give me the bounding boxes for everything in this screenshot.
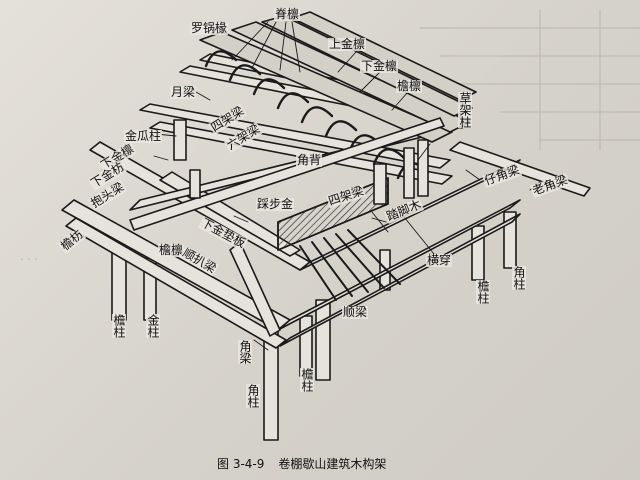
- figure-caption: 图 3-4-9 卷棚歇山建筑木构架: [217, 455, 400, 472]
- label-luoguo-chuan: 罗锅椽: [190, 21, 229, 35]
- label-jingua-zhu: 金瓜柱: [124, 129, 163, 143]
- label-jin-zhu: 金柱: [146, 314, 160, 338]
- label-yan-zhu-right: 檐柱: [476, 280, 490, 304]
- label-shangjin-lin: 上金檩: [328, 37, 367, 51]
- label-yan-lin-top: 檐檩: [396, 79, 423, 93]
- diagonal-boards: [129, 117, 445, 231]
- label-jiao-liang: 角梁: [238, 340, 252, 364]
- label-caojia-zhu: 草架柱: [458, 92, 472, 128]
- label-yan-zhu-left: 檐柱: [112, 314, 126, 338]
- label-jiao-bei: 角背: [296, 153, 323, 167]
- label-heng-chuan: 横穿: [426, 253, 453, 267]
- label-jiao-zhu-bottom: 角柱: [246, 384, 260, 408]
- corner-rafters: [299, 229, 401, 301]
- tabu-jin-board: [277, 177, 389, 251]
- label-shun-liang: 顺梁: [342, 305, 369, 319]
- label-yan-zhu-bottom: 檐柱: [300, 368, 314, 392]
- label-yue-liang: 月梁: [170, 85, 197, 99]
- label-jiao-zhu-right: 角柱: [512, 266, 526, 290]
- label-tabu-jin: 踩步金: [256, 197, 295, 211]
- label-ji-lin: 脊檩: [274, 7, 301, 21]
- bleed-text: . . .: [20, 250, 38, 263]
- figure-title: 卷棚歇山建筑木构架: [278, 457, 387, 471]
- short-posts: [173, 119, 429, 205]
- leader-lines: [153, 21, 541, 351]
- bleed-table-lines: [419, 9, 640, 151]
- rounded-rafters: [204, 50, 430, 180]
- label-yan-lin-left: 檐檩: [158, 243, 185, 257]
- label-xiajin-lin: 下金檩: [360, 59, 399, 73]
- figure-number: 图 3-4-9: [217, 457, 265, 471]
